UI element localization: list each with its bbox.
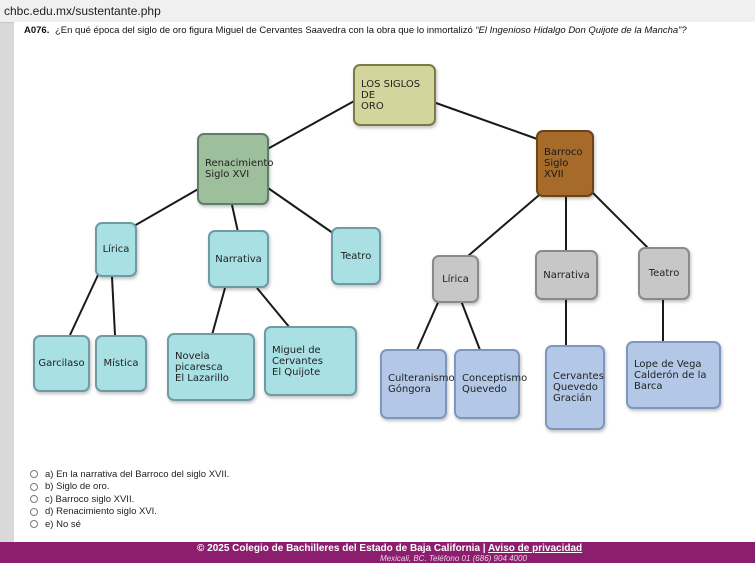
node-renacimiento: Renacimiento Siglo XVI — [197, 133, 274, 205]
node-siglos-de-oro: LOS SIGLOS DE ORO — [353, 64, 436, 126]
footer-contact: Mexicali, BC. Teléfono 01 (686) 904 4000 — [380, 554, 527, 563]
node-garcilaso: Garcilaso — [33, 335, 90, 392]
option-c-radio[interactable] — [30, 495, 38, 504]
node-ren-narrativa-label: Narrativa — [215, 253, 262, 265]
node-bar-teatro-label: Teatro — [648, 268, 680, 279]
concept-map-connectors — [69, 99, 664, 351]
option-d-label[interactable]: d) Renacimiento siglo XVI. — [45, 506, 157, 518]
connector-ren-narrativa — [231, 204, 239, 233]
node-barroco-line-1: Barroco — [544, 147, 583, 158]
node-culteranismo-line-1: Culteranismo — [388, 373, 455, 384]
option-e-label[interactable]: e) No sé — [45, 518, 81, 530]
node-ren-narrativa: Narrativa — [208, 230, 269, 288]
node-ren-teatro: Teatro — [331, 227, 381, 285]
node-ren-teatro-label: Teatro — [340, 250, 372, 262]
node-mistica: Mística — [95, 335, 147, 392]
node-culteranismo: Culteranismo Góngora — [380, 349, 455, 419]
option-c-label[interactable]: c) Barroco siglo XVII. — [45, 493, 135, 505]
url-text[interactable]: chbc.edu.mx/sustentante.php — [4, 4, 161, 18]
connector-lirica-conceptismo — [459, 297, 481, 351]
option-b[interactable]: b) Siglo de oro. — [30, 481, 229, 494]
node-novela-picaresca: Novela picaresca El Lazarillo — [167, 333, 255, 401]
node-siglos-line-2: ORO — [361, 100, 384, 112]
connector-lirica-culteranismo — [416, 297, 441, 351]
option-d[interactable]: d) Renacimiento siglo XVI. — [30, 506, 229, 519]
node-mistica-label: Mística — [103, 358, 139, 369]
node-barroco-line-2: Siglo XVII — [544, 158, 569, 180]
node-bar-narrativa: Narrativa — [535, 250, 598, 300]
connector-root-barroco — [435, 102, 541, 141]
node-teatro-autores-line-1: Lope de Vega — [634, 358, 702, 370]
option-c[interactable]: c) Barroco siglo XVII. — [30, 493, 229, 506]
node-barroco-narrativa-autores: Cervantes Quevedo Gracián — [545, 345, 605, 430]
connector-lirica-mistica — [111, 276, 116, 336]
connector-ren-lirica — [126, 187, 201, 231]
node-bar-teatro: Teatro — [638, 247, 690, 300]
option-d-radio[interactable] — [30, 507, 38, 516]
question-text: A076. ¿En qué época del siglo de oro fig… — [24, 25, 744, 36]
connector-barroco-teatro — [589, 189, 651, 251]
privacy-link[interactable]: Aviso de privacidad — [488, 543, 583, 554]
node-autores-line-3: Gracián — [553, 393, 592, 404]
node-ren-lirica-label: Lírica — [102, 244, 130, 255]
node-bar-lirica: Lírica — [432, 255, 479, 303]
node-cervantes-line-1: Miguel de Cervantes — [272, 344, 323, 367]
answer-options: a) En la narrativa del Barroco del siglo… — [30, 468, 229, 531]
question-work-title: “El Ingenioso Hidalgo Don Quijote de la … — [475, 25, 687, 36]
option-a-radio[interactable] — [30, 470, 38, 479]
node-autores-line-2: Quevedo — [553, 382, 598, 393]
question-number: A076. — [24, 25, 50, 36]
node-conceptismo-line-2: Quevedo — [462, 384, 507, 395]
node-culteranismo-line-2: Góngora — [388, 384, 431, 395]
node-ren-lirica: Lírica — [95, 222, 137, 277]
option-a-label[interactable]: a) En la narrativa del Barroco del siglo… — [45, 468, 230, 480]
option-b-label[interactable]: b) Siglo de oro. — [45, 481, 110, 493]
connector-root-renacimiento — [261, 99, 357, 153]
node-bar-lirica-label: Lírica — [442, 273, 469, 285]
option-b-radio[interactable] — [30, 482, 38, 491]
node-renacimiento-line-1: Renacimiento — [205, 158, 274, 169]
node-barroco: Barroco Siglo XVII — [536, 130, 594, 197]
footer-copyright: © 2025 Colegio de Bachilleres del Estado… — [197, 543, 486, 554]
node-autores-line-1: Cervantes — [553, 371, 604, 382]
node-teatro-autores: Lope de Vega Calderón de la Barca — [626, 341, 721, 409]
option-e-radio[interactable] — [30, 520, 38, 529]
node-novela-line-2: El Lazarillo — [175, 372, 229, 384]
node-renacimiento-line-2: Siglo XVI — [205, 169, 250, 180]
question-body: ¿En qué época del siglo de oro figura Mi… — [55, 25, 473, 36]
connector-narrativa-novela — [211, 287, 226, 336]
node-cervantes-line-2: El Quijote — [272, 366, 321, 378]
node-teatro-autores-line-2: Calderón de la Barca — [634, 369, 707, 392]
site-footer: © 2025 Colegio de Bachilleres del Estado… — [0, 542, 755, 563]
node-conceptismo-line-1: Conceptismo — [462, 373, 528, 384]
node-garcilaso-label: Garcilaso — [38, 358, 85, 369]
node-miguel-cervantes: Miguel de Cervantes El Quijote — [264, 326, 357, 396]
option-a[interactable]: a) En la narrativa del Barroco del siglo… — [30, 468, 229, 481]
option-e[interactable]: e) No sé — [30, 518, 229, 531]
node-conceptismo: Conceptismo Quevedo — [454, 349, 528, 419]
node-novela-line-1: Novela picaresca — [175, 350, 223, 373]
connector-lirica-garcilaso — [69, 274, 99, 336]
node-siglos-line-1: LOS SIGLOS DE — [361, 78, 421, 101]
connector-barroco-lirica — [467, 189, 546, 257]
connector-narrativa-cervantes — [256, 287, 291, 329]
footer-copyright-line: © 2025 Colegio de Bachilleres del Estado… — [197, 543, 582, 554]
node-bar-narrativa-label: Narrativa — [543, 269, 590, 281]
connector-ren-teatro — [267, 187, 341, 239]
